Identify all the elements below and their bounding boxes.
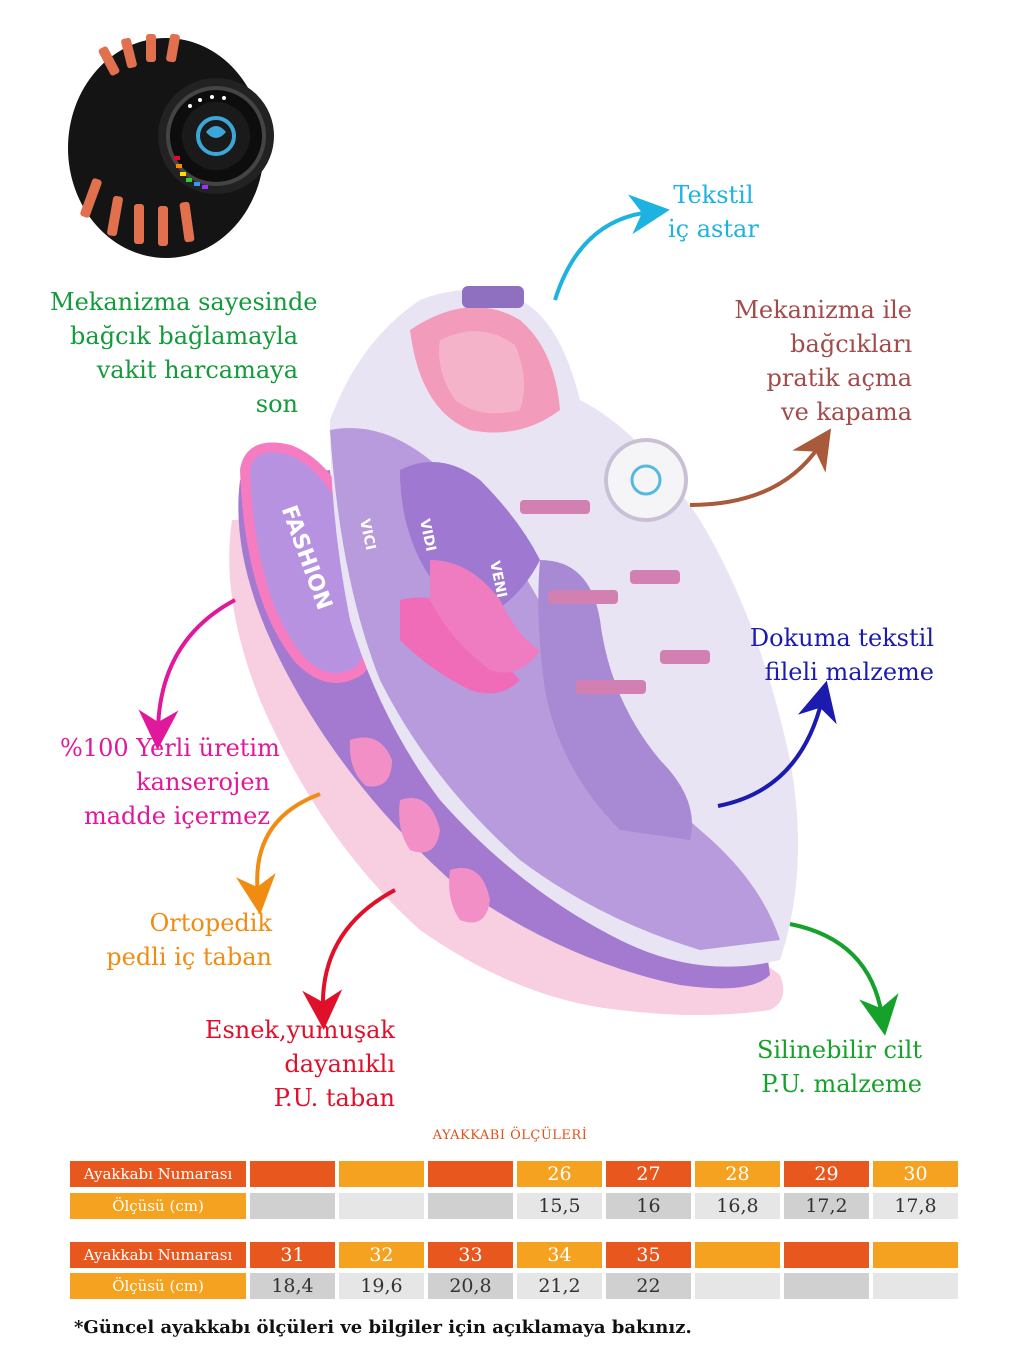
- size-number-cell: [873, 1242, 958, 1268]
- arrow-mekanizma: [689, 428, 832, 507]
- feature-tekstil: Tekstil iç astar: [668, 181, 759, 243]
- shoe-illustration: FASHION VICI VIDI VENI: [138, 194, 899, 1036]
- arrow-ortopedik: [236, 792, 321, 915]
- size-number-cell: 27: [606, 1161, 691, 1187]
- size-number-cell: [339, 1161, 424, 1187]
- arrow-silinebilir: [789, 922, 899, 1036]
- arrow-dokuma: [717, 680, 837, 808]
- row-label-number: Ayakkabı Numarası: [70, 1242, 246, 1268]
- size-cm-cell: 20,8: [428, 1273, 513, 1299]
- feature-silinebilir: Silinebilir cilt P.U. malzeme: [756, 1036, 922, 1098]
- footnote: *Güncel ayakkabı ölçüleri ve bilgiler iç…: [74, 1317, 692, 1338]
- size-cm-cell: 17,2: [784, 1193, 869, 1219]
- size-cm-cell: 16: [606, 1193, 691, 1219]
- lace-dial: [604, 438, 688, 522]
- row-label-size: Ölçüsü (cm): [70, 1273, 246, 1299]
- size-cm-cell: [695, 1273, 780, 1299]
- size-cm-cell: [873, 1273, 958, 1299]
- size-row-numbers-1: Ayakkabı Numarası 26 27 28 29 30: [70, 1161, 962, 1187]
- feature-esnek: Esnek,yumuşak dayanıklı P.U. taban: [204, 1016, 395, 1112]
- arrow-tekstil: [553, 194, 670, 301]
- size-row-numbers-2: Ayakkabı Numarası 31 32 33 34 35: [70, 1242, 962, 1268]
- size-cm-cell: 15,5: [517, 1193, 602, 1219]
- size-cm-cell: [339, 1193, 424, 1219]
- size-row-cm-2: Ölçüsü (cm) 18,4 19,6 20,8 21,2 22: [70, 1273, 962, 1299]
- row-label-number: Ayakkabı Numarası: [70, 1161, 246, 1187]
- size-number-cell: [695, 1242, 780, 1268]
- size-row-cm-1: Ölçüsü (cm) 15,5 16 16,8 17,2 17,8: [70, 1193, 962, 1219]
- feature-ortopedik: Ortopedik pedli iç taban: [106, 909, 272, 971]
- size-number-cell: 29: [784, 1161, 869, 1187]
- size-cm-cell: 18,4: [250, 1273, 335, 1299]
- size-number-cell: 35: [606, 1242, 691, 1268]
- size-cm-cell: 21,2: [517, 1273, 602, 1299]
- size-cm-cell: 16,8: [695, 1193, 780, 1219]
- size-number-cell: 26: [517, 1161, 602, 1187]
- size-cm-cell: [250, 1193, 335, 1219]
- size-cm-cell: 19,6: [339, 1273, 424, 1299]
- size-number-cell: 33: [428, 1242, 513, 1268]
- feature-mekanizma-left: Mekanizma sayesinde bağcık bağlamayla va…: [50, 288, 318, 418]
- size-number-cell: 34: [517, 1242, 602, 1268]
- size-cm-cell: 17,8: [873, 1193, 958, 1219]
- size-number-cell: [250, 1161, 335, 1187]
- size-number-cell: [428, 1161, 513, 1187]
- shoe-word-1: VICI: [356, 518, 378, 552]
- size-table-title: AYAKKABI ÖLÇÜLERİ: [432, 1128, 588, 1143]
- size-cm-cell: 22: [606, 1273, 691, 1299]
- feature-mekanizma-right: Mekanizma ile bağcıkları pratik açma ve …: [734, 296, 912, 426]
- shoe-word-3: VENI: [486, 560, 509, 600]
- arrow-yerli: [138, 598, 236, 750]
- size-cm-cell: [428, 1193, 513, 1219]
- size-number-cell: 30: [873, 1161, 958, 1187]
- feature-yerli: %100 Yerli üretim kanserojen madde içerm…: [60, 734, 280, 830]
- size-cm-cell: [784, 1273, 869, 1299]
- size-number-cell: 31: [250, 1242, 335, 1268]
- row-label-size: Ölçüsü (cm): [70, 1193, 246, 1219]
- arrow-esnek: [302, 888, 396, 1030]
- mechanism-closeup-image: [66, 28, 276, 260]
- size-number-cell: [784, 1242, 869, 1268]
- size-number-cell: 32: [339, 1242, 424, 1268]
- size-number-cell: 28: [695, 1161, 780, 1187]
- shoe-word-2: VIDI: [416, 518, 438, 553]
- feature-dokuma: Dokuma tekstil fileli malzeme: [749, 624, 934, 686]
